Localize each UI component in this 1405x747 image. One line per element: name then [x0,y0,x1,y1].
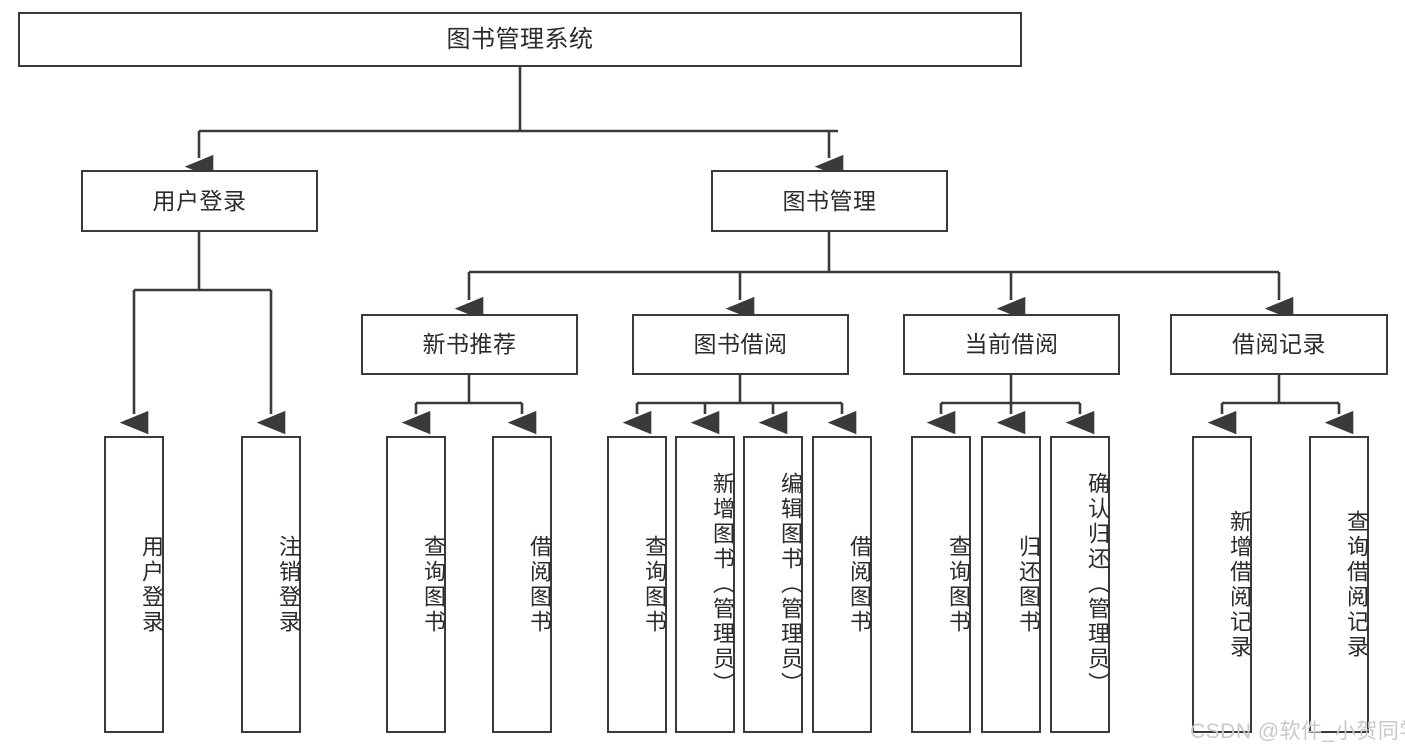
node-new-book-recommend[interactable]: 新书推荐 [361,314,578,375]
leaf-bb-add-book-label: 新增图书（管理员） [710,472,735,697]
leaf-bb-borrow-book-label: 借阅图书 [847,534,872,635]
leaf-cb-confirm-return-label: 确认归还（管理员） [1085,472,1110,697]
watermark-credit: CSDN @软件_小贺同学 [1190,720,1405,743]
leaf-bb-edit-book-label: 编辑图书（管理员） [778,472,803,697]
leaf-cb-confirm-return[interactable]: 确认归还（管理员） [1050,436,1110,733]
leaf-cb-return-book[interactable]: 归还图书 [981,436,1041,733]
leaf-bb-add-book[interactable]: 新增图书（管理员） [675,436,735,733]
leaf-br-query-record-label: 查询借阅记录 [1344,509,1369,660]
leaf-nb-query-book[interactable]: 查询图书 [386,436,446,733]
node-user-login-label: 用户登录 [152,187,247,214]
leaf-user-login[interactable]: 用户登录 [104,436,164,733]
leaf-br-query-record[interactable]: 查询借阅记录 [1309,436,1369,733]
leaf-nb-borrow-book[interactable]: 借阅图书 [492,436,552,733]
leaf-bb-borrow-book[interactable]: 借阅图书 [812,436,872,733]
node-new-book-recommend-label: 新书推荐 [422,331,517,358]
node-borrow-record-label: 借阅记录 [1232,331,1326,358]
node-root[interactable]: 图书管理系统 [18,12,1022,67]
leaf-bb-query-book[interactable]: 查询图书 [607,436,667,733]
node-current-borrow[interactable]: 当前借阅 [903,314,1120,375]
leaf-user-login-label: 用户登录 [139,534,164,635]
leaf-cb-query-book-label: 查询图书 [946,534,971,635]
node-user-login[interactable]: 用户登录 [81,170,318,232]
leaf-cb-return-book-label: 归还图书 [1016,534,1041,635]
node-borrow-record[interactable]: 借阅记录 [1170,314,1388,375]
node-book-borrow[interactable]: 图书借阅 [632,314,849,375]
leaf-nb-borrow-book-label: 借阅图书 [527,534,552,635]
node-root-label: 图书管理系统 [446,25,594,53]
leaf-logout-label: 注销登录 [276,534,301,635]
node-current-borrow-label: 当前借阅 [964,331,1059,358]
node-book-borrow-label: 图书借阅 [693,331,788,358]
leaf-logout[interactable]: 注销登录 [241,436,301,733]
leaf-nb-query-book-label: 查询图书 [421,534,446,635]
leaf-bb-edit-book[interactable]: 编辑图书（管理员） [743,436,803,733]
node-book-management-label: 图书管理 [782,187,877,214]
node-book-management[interactable]: 图书管理 [711,170,948,232]
leaf-br-add-record[interactable]: 新增借阅记录 [1192,436,1252,733]
leaf-cb-query-book[interactable]: 查询图书 [911,436,971,733]
leaf-br-add-record-label: 新增借阅记录 [1227,509,1252,660]
leaf-bb-query-book-label: 查询图书 [642,534,667,635]
